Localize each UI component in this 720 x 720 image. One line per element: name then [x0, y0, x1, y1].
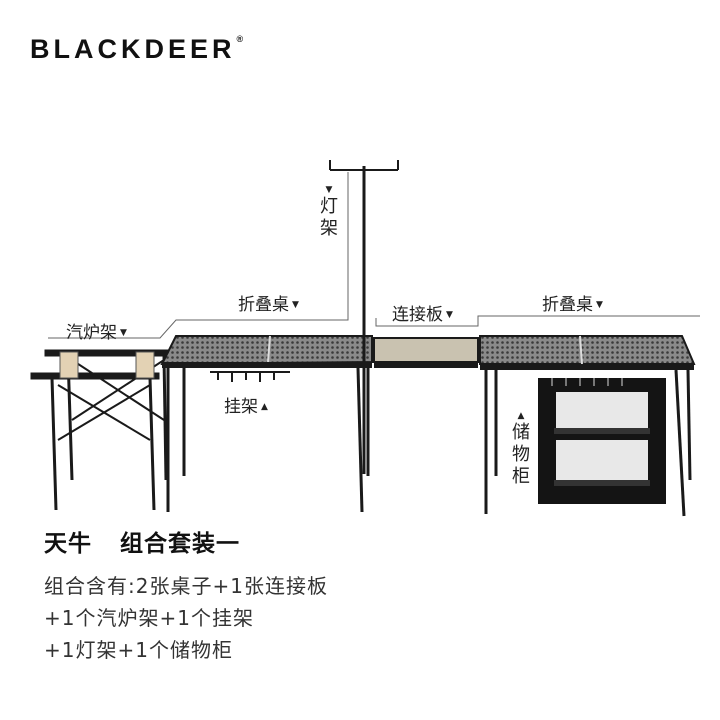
down-arrow-icon: ▼ — [120, 328, 127, 338]
stove-rack-label: 汽炉架▼ — [66, 323, 127, 343]
hanger-rack-label: 挂架▲ — [224, 397, 268, 417]
brand-logo: BLACKDEER® — [30, 34, 244, 64]
down-arrow-icon: ▼ — [292, 300, 299, 310]
description-line-1: 组合含有:2张桌子+1张连接板 — [44, 574, 328, 598]
lamp-rack-label: ▼ 灯架 — [320, 185, 338, 239]
folding-table-right-label: 折叠桌▼ — [542, 295, 603, 315]
product-name: 天牛 — [44, 531, 92, 557]
down-arrow-icon: ▼ — [446, 310, 453, 320]
up-arrow-icon: ▲ — [517, 411, 525, 421]
lamp-rack — [329, 160, 399, 474]
down-arrow-icon: ▼ — [596, 300, 603, 310]
product-title: 天牛 组合套装一 — [44, 524, 268, 558]
down-arrow-icon: ▼ — [325, 185, 333, 195]
description-line-2: +1个汽炉架+1个挂架 — [44, 606, 254, 630]
product-combo: 组合套装一 — [120, 531, 240, 557]
storage-cabinet — [538, 378, 666, 504]
folding-table-left — [160, 335, 373, 513]
storage-cabinet-label: ▲ 储物柜 — [512, 411, 530, 487]
description-line-3: +1灯架+1个储物柜 — [44, 638, 233, 662]
callout-lines — [48, 172, 700, 339]
folding-table-right — [479, 335, 696, 517]
connector-board — [373, 337, 479, 368]
stove-rack — [30, 349, 172, 511]
folding-table-left-label: 折叠桌▼ — [238, 295, 299, 315]
up-arrow-icon: ▲ — [261, 402, 268, 412]
product-illustration — [30, 160, 700, 517]
connector-board-label: 连接板▼ — [392, 305, 453, 325]
